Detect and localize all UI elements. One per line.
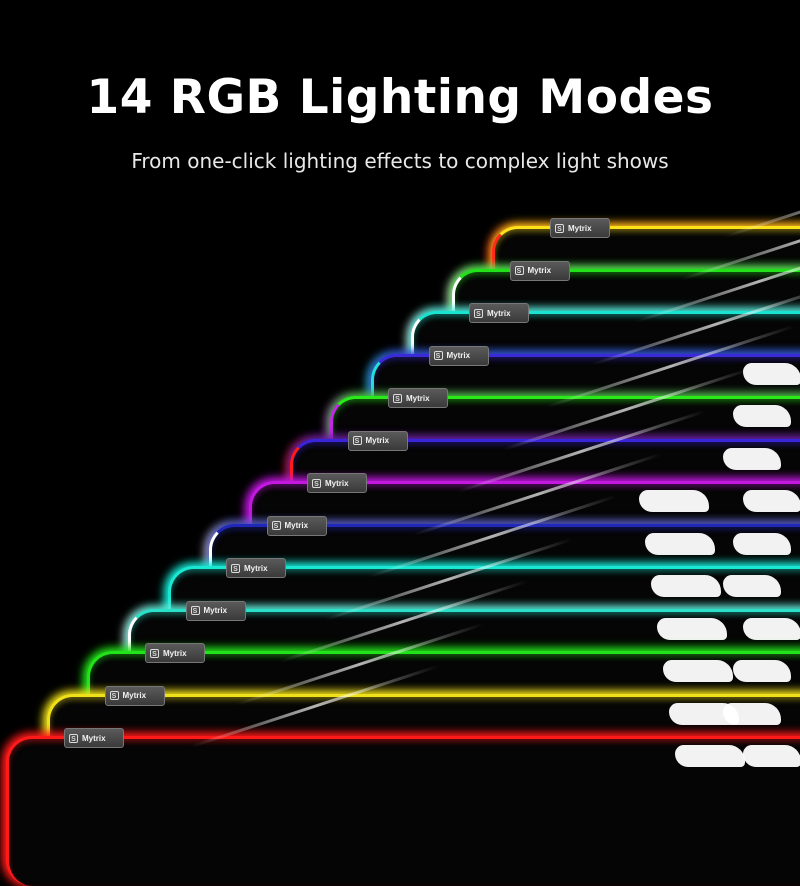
artwork-shape [669, 703, 739, 725]
brand-tag: S Mytrix [145, 643, 205, 663]
brand-logo-icon: S [110, 691, 119, 700]
brand-tag-label: Mytrix [568, 224, 592, 233]
brand-tag: S Mytrix [64, 728, 124, 748]
brand-logo-icon: S [555, 224, 564, 233]
brand-tag: S Mytrix [388, 388, 448, 408]
brand-logo-icon: S [474, 309, 483, 318]
artwork-shape [675, 745, 745, 767]
brand-logo-icon: S [515, 266, 524, 275]
artwork-streak [725, 155, 800, 238]
brand-tag-label: Mytrix [325, 479, 349, 488]
brand-tag-label: Mytrix [123, 691, 147, 700]
mouse-pad [6, 736, 800, 886]
brand-tag-label: Mytrix [406, 394, 430, 403]
brand-tag: S Mytrix [307, 473, 367, 493]
artwork-shape [657, 618, 727, 640]
artwork-shape [639, 490, 709, 512]
artwork-shape [733, 660, 791, 682]
artwork-shape [743, 363, 800, 385]
brand-tag: S Mytrix [550, 218, 610, 238]
brand-tag-label: Mytrix [366, 436, 390, 445]
brand-tag-label: Mytrix [528, 266, 552, 275]
artwork-shape [723, 448, 781, 470]
brand-tag-label: Mytrix [163, 649, 187, 658]
brand-tag: S Mytrix [105, 686, 165, 706]
brand-logo-icon: S [312, 479, 321, 488]
artwork-shape [651, 575, 721, 597]
brand-logo-icon: S [69, 734, 78, 743]
brand-tag-label: Mytrix [487, 309, 511, 318]
brand-tag: S Mytrix [226, 558, 286, 578]
brand-tag-label: Mytrix [447, 351, 471, 360]
brand-tag: S Mytrix [429, 346, 489, 366]
brand-tag-label: Mytrix [244, 564, 268, 573]
brand-logo-icon: S [150, 649, 159, 658]
brand-tag-label: Mytrix [82, 734, 106, 743]
artwork-shape [743, 745, 800, 767]
brand-logo-icon: S [393, 394, 402, 403]
brand-tag-label: Mytrix [285, 521, 309, 530]
brand-logo-icon: S [231, 564, 240, 573]
artwork-shape [733, 405, 791, 427]
brand-tag: S Mytrix [469, 303, 529, 323]
brand-logo-icon: S [191, 606, 200, 615]
brand-logo-icon: S [434, 351, 443, 360]
artwork-shape [743, 618, 800, 640]
brand-tag: S Mytrix [348, 431, 408, 451]
brand-logo-icon: S [272, 521, 281, 530]
brand-tag: S Mytrix [510, 261, 570, 281]
brand-logo-icon: S [353, 436, 362, 445]
artwork-shape [663, 660, 733, 682]
artwork-shape [645, 533, 715, 555]
brand-tag: S Mytrix [267, 516, 327, 536]
brand-tag-label: Mytrix [204, 606, 228, 615]
artwork-shape [743, 490, 800, 512]
artwork-shape [723, 575, 781, 597]
artwork-shape [733, 533, 791, 555]
brand-tag: S Mytrix [186, 601, 246, 621]
